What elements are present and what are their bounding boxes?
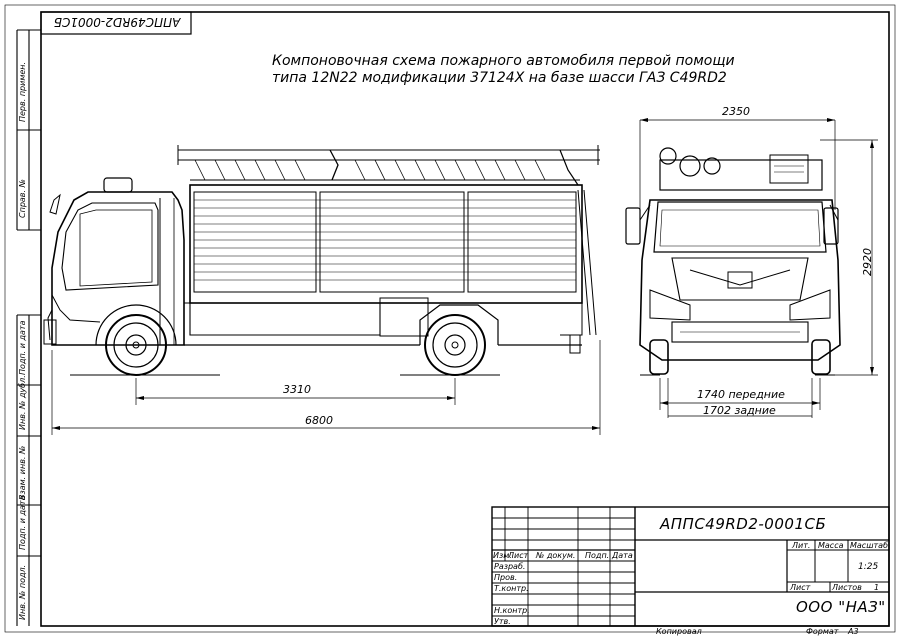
col-data: Дата (612, 551, 633, 560)
beacon (103, 177, 133, 193)
shutter-3 (467, 191, 577, 293)
row-tkontr: Т.контр. (494, 584, 529, 593)
drawing-title-line2: типа 12N22 модификации 37124X на базе ша… (272, 70, 727, 86)
side-dimension-arrows (52, 396, 600, 430)
corner-doc-code: АППС49RD2-0001СБ (53, 15, 181, 29)
stamp-doc-code: АППС49RD2-0001СБ (660, 515, 827, 533)
margin-podp-data-2: Подп. и дата (18, 495, 27, 551)
front-dimension-lines (639, 119, 878, 418)
rear-wheel (424, 314, 486, 376)
row-prov: Пров. (494, 573, 518, 582)
massa-label: Масса (818, 541, 844, 550)
left-margin-strips (16, 29, 41, 626)
margin-inv-dubl: Инв. № дубл. (18, 375, 27, 430)
front-dimension-arrows (640, 118, 874, 405)
dim-height: 2920 (861, 248, 874, 276)
col-list: Лист (508, 551, 529, 560)
body-outline (189, 184, 583, 304)
masshtab-label: Масштаб (850, 541, 889, 550)
margin-podp-data-1: Подп. и дата (18, 320, 27, 376)
dim-length: 6800 (305, 414, 333, 427)
dim-width: 2350 (722, 105, 750, 118)
cab-window (61, 202, 159, 291)
ladder-rungs (194, 159, 546, 181)
sheet-label: Лист (790, 583, 811, 592)
dim-track-rear: 1702 задние (703, 404, 776, 417)
margin-sprav: Справ. № (18, 179, 27, 218)
format-value: А3 (848, 627, 859, 636)
drawing-title-line1: Компоновочная схема пожарного автомобиля… (272, 53, 735, 69)
col-izm: Изм. (493, 551, 512, 560)
corner-code-box (40, 11, 192, 35)
roof-ladder (177, 145, 600, 181)
row-nkontr: Н.контр. (494, 606, 530, 615)
sheets-label: Листов (832, 583, 862, 592)
scale-value: 1:25 (858, 562, 879, 572)
side-dimension-lines (51, 340, 601, 435)
dim-track-front: 1740 передние (697, 388, 785, 401)
outer-border (4, 4, 896, 633)
row-razrab: Разраб. (494, 562, 526, 571)
shutter-1 (193, 191, 317, 293)
lit-label: Лит. (792, 541, 811, 550)
inner-frame (40, 11, 890, 627)
front-wheel (95, 304, 177, 376)
margin-inv-podl: Инв. № подл. (18, 564, 27, 620)
cab-outline (51, 191, 185, 346)
truck-front-view (625, 147, 841, 376)
row-utv: Утв. (494, 617, 511, 626)
col-doc: № докум. (536, 551, 576, 560)
format-label: Формат (806, 627, 839, 636)
margin-vzam-inv: Взам. инв. № (18, 445, 27, 500)
truck-side-view (43, 145, 600, 376)
shutter-slats (194, 199, 576, 281)
shutter-2 (319, 191, 465, 293)
company-name: ООО "НАЗ" (796, 598, 886, 616)
sheets-value: 1 (874, 583, 880, 592)
copied-label: Копировал (656, 627, 702, 636)
margin-perv-primen: Перв. примен. (18, 61, 27, 122)
dim-wheelbase: 3310 (283, 383, 311, 396)
col-podp: Подп. (585, 551, 610, 560)
title-block-lines (491, 506, 890, 627)
